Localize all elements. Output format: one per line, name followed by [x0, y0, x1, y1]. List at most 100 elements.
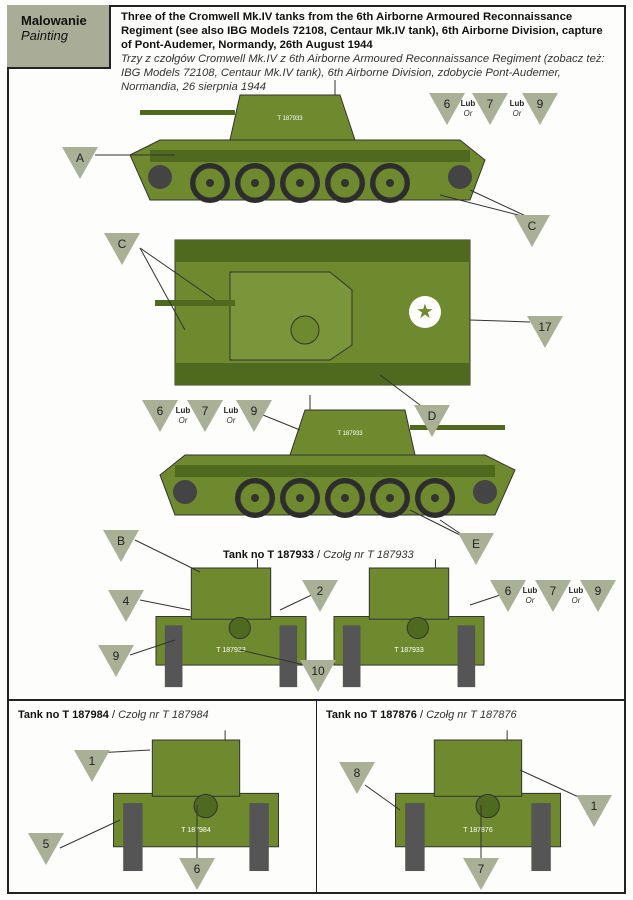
- page-title: Three of the Cromwell Mk.IV tanks from t…: [121, 10, 616, 94]
- allied-star-circle: [409, 296, 441, 328]
- serial-number: T 187933: [277, 116, 303, 122]
- title-english: Three of the Cromwell Mk.IV tanks from t…: [121, 11, 603, 51]
- track-left: [342, 625, 361, 688]
- serial-number: T 187933: [337, 431, 363, 437]
- wheel-center: [206, 179, 214, 187]
- turret-rear: [190, 567, 272, 620]
- gun-barrel: [410, 425, 505, 430]
- gun-barrel-top: [155, 300, 235, 306]
- cupola: [290, 315, 320, 345]
- tank-187984-view: [113, 730, 279, 872]
- tank-187876-view: [395, 730, 561, 872]
- serial-number: T 187933: [216, 647, 246, 654]
- or-label: Or: [526, 596, 535, 605]
- callout-triangle: [429, 93, 465, 125]
- caption-pl: Czołg nr T 187876: [426, 709, 517, 721]
- track-right: [249, 803, 269, 872]
- caption-sep: /: [108, 709, 119, 721]
- or-label: Or: [227, 416, 236, 425]
- callout-label: 7: [487, 97, 494, 111]
- callout-label: 9: [595, 584, 602, 598]
- callout-6: 6: [490, 580, 526, 612]
- callout-label: A: [76, 151, 84, 165]
- callout-6: 6: [429, 93, 465, 125]
- callout-9: 9: [236, 400, 272, 432]
- leader-line: [364, 784, 401, 811]
- callout-label: C: [118, 237, 127, 251]
- wheel-center: [386, 179, 394, 187]
- callout-label: 4: [123, 594, 130, 608]
- serial-number: T 187933: [394, 647, 424, 654]
- callout-10: 10: [300, 660, 336, 692]
- callout-label: 6: [194, 862, 201, 876]
- or-label: Or: [179, 416, 188, 425]
- leader-line: [519, 769, 586, 801]
- callout-label: 1: [89, 754, 96, 768]
- caption-en: Tank no T 187933: [223, 549, 314, 561]
- callout-B: B: [103, 530, 139, 562]
- gun-barrel: [140, 110, 235, 115]
- track-right: [175, 363, 470, 385]
- callout-label: 10: [311, 664, 325, 678]
- callout-triangle: [463, 858, 499, 890]
- callout-triangle: [490, 580, 526, 612]
- tank-rear-view: [333, 559, 485, 688]
- leader-line: [379, 374, 421, 406]
- idler-wheel: [148, 165, 172, 189]
- callout-9: 9: [522, 93, 558, 125]
- caption-sep: /: [416, 709, 427, 721]
- or-label: Or: [572, 596, 581, 605]
- label-polish: Malowanie: [21, 13, 87, 28]
- callout-label: 9: [251, 404, 258, 418]
- callout-label: 6: [157, 404, 164, 418]
- turret-top: [229, 271, 353, 361]
- callout-label: 7: [478, 862, 485, 876]
- leader-line: [262, 414, 301, 431]
- callout-9: 9: [580, 580, 616, 612]
- tank-side-view: [159, 395, 516, 518]
- serial-number: T 187876: [463, 827, 493, 834]
- track-left: [123, 803, 143, 872]
- callout-triangle: [522, 93, 558, 125]
- callout-D: D: [414, 405, 450, 437]
- callout-label: 7: [202, 404, 209, 418]
- callout-triangle: [236, 400, 272, 432]
- wheel-center: [431, 494, 439, 502]
- leader-line: [139, 247, 186, 331]
- callout-7: 7: [463, 858, 499, 890]
- wheel-center: [341, 494, 349, 502]
- caption-en: Tank no T 187984: [18, 709, 109, 721]
- track-guard: [175, 465, 495, 477]
- tank-top-view: [155, 239, 471, 386]
- callout-1: 1: [576, 795, 612, 827]
- callout-triangle: [142, 400, 178, 432]
- callout-label: 8: [354, 766, 361, 780]
- title-polish: Trzy z czołgów Cromwell Mk.IV z 6th Airb…: [121, 53, 605, 93]
- leader-line: [439, 194, 531, 219]
- callout-E: E: [458, 533, 494, 565]
- callout-9: 9: [98, 645, 134, 677]
- callout-label: 7: [550, 584, 557, 598]
- caption-pl: Czołg nr T 187933: [323, 549, 414, 561]
- track-left: [175, 240, 470, 262]
- stowage-wheel: [193, 793, 218, 819]
- callout-label: C: [528, 219, 537, 233]
- vertical-divider: [316, 700, 317, 894]
- callout-2: 2: [302, 580, 338, 612]
- turret: [289, 409, 416, 456]
- callout-7: 7: [472, 93, 508, 125]
- stowage-wheel: [475, 793, 500, 819]
- track-right: [457, 625, 476, 688]
- idler-wheel: [473, 480, 497, 504]
- turret: [229, 94, 356, 141]
- or-label: Or: [513, 109, 522, 118]
- lub-label: Lub: [176, 406, 191, 415]
- leader-line: [59, 819, 121, 849]
- caption-tank-187933: Tank no T 187933 / Czołg nr T 187933: [223, 549, 414, 561]
- callout-label: 6: [505, 584, 512, 598]
- callout-triangle: [74, 750, 110, 782]
- callout-label: 1: [591, 799, 598, 813]
- callout-6: 6: [179, 858, 215, 890]
